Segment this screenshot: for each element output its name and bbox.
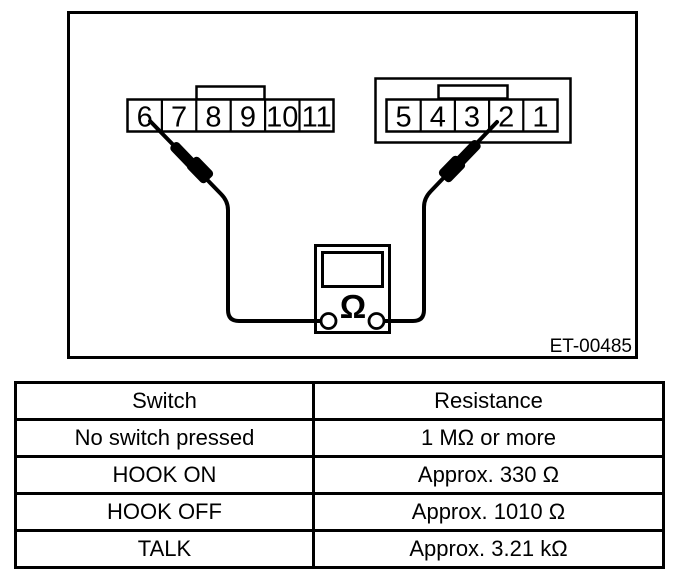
switch-cell: No switch pressed xyxy=(14,418,315,458)
multimeter-terminal-left xyxy=(319,312,338,330)
table-row: HOOK ON Approx. 330 Ω xyxy=(14,455,665,495)
pin-label: 7 xyxy=(171,102,187,134)
right-connector-cell-dividers xyxy=(419,99,525,132)
left-connector: 6 7 8 9 10 11 xyxy=(126,85,335,134)
pin-label: 11 xyxy=(302,102,332,134)
resistance-cell: Approx. 330 Ω xyxy=(312,455,665,495)
left-connector-tab xyxy=(195,85,266,101)
switch-cell: HOOK ON xyxy=(14,455,315,495)
left-connector-cell-dividers xyxy=(160,99,301,132)
resistance-cell: Approx. 3.21 kΩ xyxy=(312,529,665,569)
multimeter-terminal-right xyxy=(367,312,386,330)
test-lead-left-grip xyxy=(170,142,214,184)
pin-label: 8 xyxy=(205,102,221,134)
resistance-cell: 1 MΩ or more xyxy=(312,418,665,458)
pin-label: 2 xyxy=(498,102,514,134)
pin-label: 4 xyxy=(430,102,446,134)
test-lead-right xyxy=(375,120,499,323)
circuit-diagram: 6 7 8 9 10 11 5 4 3 2 1 xyxy=(67,11,638,359)
test-lead-left xyxy=(148,119,331,323)
multimeter-display xyxy=(321,251,384,288)
figure-id-label: ET-00485 xyxy=(550,336,632,357)
switch-cell: HOOK OFF xyxy=(14,492,315,532)
right-connector-tab xyxy=(437,84,509,100)
multimeter: Ω xyxy=(319,251,386,330)
resistance-table: Switch Resistance No switch pressed 1 MΩ… xyxy=(14,381,665,569)
pin-label: 6 xyxy=(137,102,153,134)
table-row: No switch pressed 1 MΩ or more xyxy=(14,418,665,458)
column-header-switch: Switch xyxy=(14,381,315,421)
pin-label: 5 xyxy=(396,102,412,134)
resistance-cell: Approx. 1010 Ω xyxy=(312,492,665,532)
pin-label: 10 xyxy=(266,102,298,134)
ohm-symbol: Ω xyxy=(340,288,366,325)
table-row: HOOK OFF Approx. 1010 Ω xyxy=(14,492,665,532)
pin-label: 3 xyxy=(464,102,480,134)
table-header-row: Switch Resistance xyxy=(14,381,665,421)
table-row: TALK Approx. 3.21 kΩ xyxy=(14,529,665,569)
test-lead-left-wire xyxy=(148,119,331,323)
right-connector-body xyxy=(385,98,559,133)
right-connector: 5 4 3 2 1 xyxy=(374,77,572,144)
pin-label: 9 xyxy=(240,102,256,134)
test-lead-right-grip xyxy=(438,140,481,183)
column-header-resistance: Resistance xyxy=(312,381,665,421)
test-lead-right-wire xyxy=(375,120,499,323)
pin-label: 1 xyxy=(532,102,548,134)
switch-cell: TALK xyxy=(14,529,315,569)
